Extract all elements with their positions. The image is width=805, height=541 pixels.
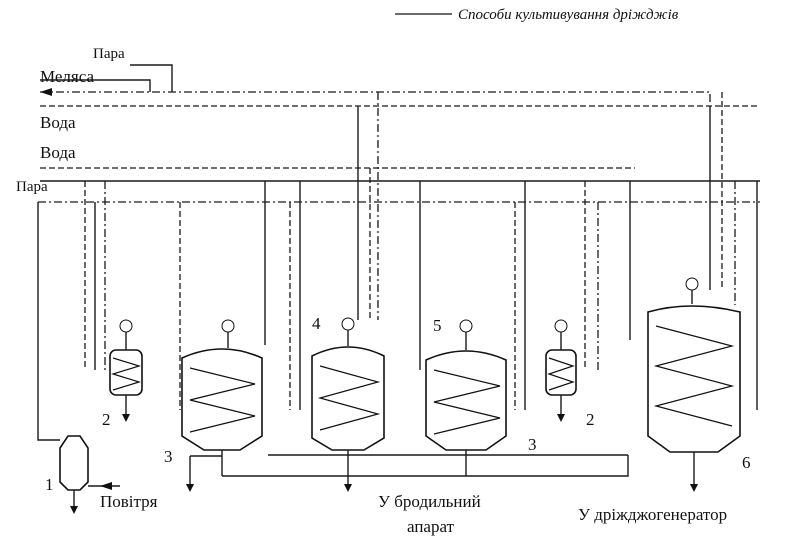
small-vessel-right — [545, 319, 577, 422]
num-tank-c: 5 — [433, 316, 442, 335]
label-air: Повітря — [100, 492, 158, 511]
yeast-generator-vessel — [647, 277, 741, 492]
label-to-fermenter-2: апарат — [407, 517, 455, 536]
label-steam-left: Пара — [16, 179, 48, 195]
air-line-left — [37, 202, 60, 441]
tank-center — [311, 317, 385, 492]
molasses-arrow — [40, 88, 52, 96]
molasses-main-line — [40, 91, 711, 105]
header-title: Способи культивування дріжджів — [458, 7, 679, 23]
num-tank-center: 4 — [312, 314, 321, 333]
num-generator: 6 — [742, 453, 751, 472]
num-tank-a: 3 — [164, 447, 173, 466]
num-filter: 1 — [45, 475, 54, 494]
label-water-2: Вода — [40, 143, 76, 162]
num-tank-b: 3 — [528, 435, 537, 454]
air-filter — [59, 435, 120, 514]
tank-a — [181, 319, 263, 492]
molasses-upper-feed — [40, 79, 151, 92]
label-water-1: Вода — [40, 113, 76, 132]
label-to-fermenter-1: У бродильний — [378, 492, 481, 511]
num-small-right: 2 — [586, 410, 595, 429]
label-steam-top: Пара — [93, 46, 125, 62]
label-molasses: Меляса — [40, 67, 94, 86]
collector-line — [222, 455, 629, 477]
label-to-yeast-generator: У дріжджогенератор — [578, 505, 727, 524]
num-small-left: 2 — [102, 410, 111, 429]
tank-c — [425, 319, 507, 476]
small-vessel-left — [109, 319, 143, 422]
vertical-drops — [84, 92, 758, 410]
steam-top-feed — [130, 64, 173, 92]
